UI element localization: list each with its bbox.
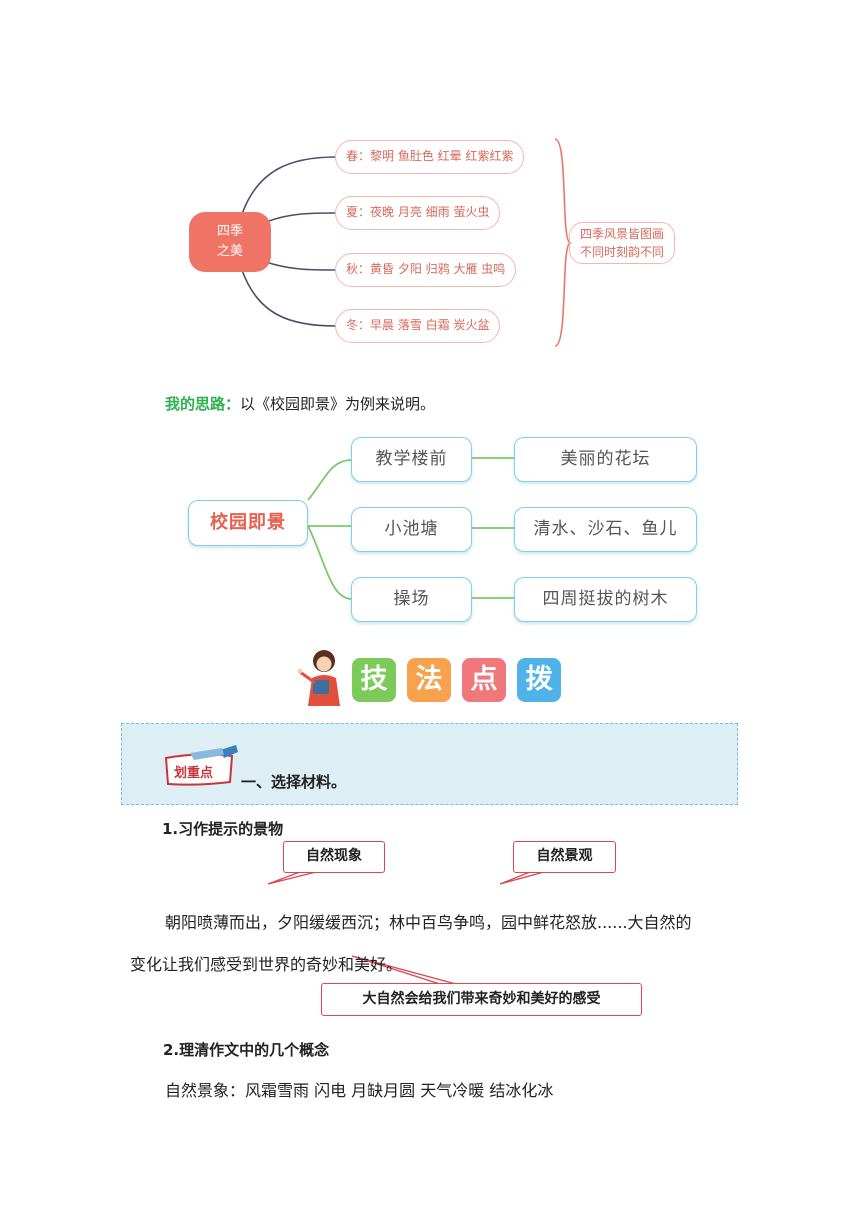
seasons-center-line2: 之美	[216, 244, 243, 259]
campus-detail-3: 四周挺拔的树木	[514, 577, 697, 622]
highlight-title: 一、选择材料。	[241, 773, 347, 791]
season-branch-spring: 春：黎明 鱼肚色 红晕 红紫红紫	[335, 140, 525, 174]
seasons-connectors	[241, 138, 573, 347]
campus-place-2: 小池塘	[351, 507, 472, 552]
banner-tile-2: 法	[407, 658, 451, 702]
teacher-illustration	[297, 650, 340, 706]
campus-place-3: 操场	[351, 577, 472, 622]
callout-nature-feeling: 大自然会给我们带来奇妙和美好的感受	[321, 983, 642, 1016]
campus-connectors	[307, 457, 514, 600]
season-branch-winter: 冬：早晨 落雪 白霜 炭火盆	[335, 309, 501, 343]
callout-tails	[267, 871, 545, 985]
thinking-label: 我的思路：	[165, 395, 241, 413]
highlight-badge-text: 划重点	[174, 765, 213, 781]
campus-place-1: 教学楼前	[351, 437, 472, 482]
paragraph-line1: 朝阳喷薄而出，夕阳缓缓西沉；林中百鸟争鸣，园中鲜花怒放......大自然的	[165, 913, 692, 932]
seasons-center-line1: 四季	[216, 224, 243, 239]
thinking-text: 以《校园即景》为例来说明。	[240, 395, 436, 413]
thinking-line: 我的思路：以《校园即景》为例来说明。	[165, 393, 435, 414]
campus-detail-2: 清水、沙石、鱼儿	[514, 507, 697, 552]
campus-root-node: 校园即景	[188, 500, 308, 546]
banner-char-3: 点	[470, 664, 498, 695]
section2-line: 自然景象：风霜雪雨 闪电 月缺月圆 天气冷暖 结冰化冰	[165, 1081, 554, 1100]
callout-natural-phenomena: 自然现象	[283, 841, 385, 873]
seasons-summary-line2: 不同时刻韵不同	[579, 245, 664, 259]
section1-heading: 1.习作提示的景物	[162, 820, 284, 838]
banner-tile-3: 点	[462, 658, 506, 702]
banner-tile-4: 拨	[517, 658, 561, 702]
banner-char-4: 拨	[525, 664, 553, 695]
banner-char-2: 法	[415, 664, 443, 695]
season-branch-summer: 夏：夜晚 月亮 细雨 萤火虫	[335, 196, 501, 230]
callout-natural-landscape: 自然景观	[513, 841, 616, 873]
banner-char-1: 技	[360, 664, 388, 695]
campus-detail-1: 美丽的花坛	[514, 437, 697, 482]
seasons-summary-line1: 四季风景皆图画	[579, 227, 664, 241]
seasons-summary-node: 四季风景皆图画 不同时刻韵不同	[569, 222, 675, 264]
seasons-center-node: 四季 之美	[189, 212, 271, 272]
highlight-badge: 划重点	[164, 745, 238, 786]
section2-heading: 2.理清作文中的几个概念	[163, 1041, 330, 1059]
banner-tile-1: 技	[352, 658, 396, 702]
season-branch-autumn: 秋：黄昏 夕阳 归鸦 大雁 虫鸣	[335, 253, 517, 287]
paragraph-line2: 变化让我们感受到世界的奇妙和美好。	[130, 955, 403, 974]
